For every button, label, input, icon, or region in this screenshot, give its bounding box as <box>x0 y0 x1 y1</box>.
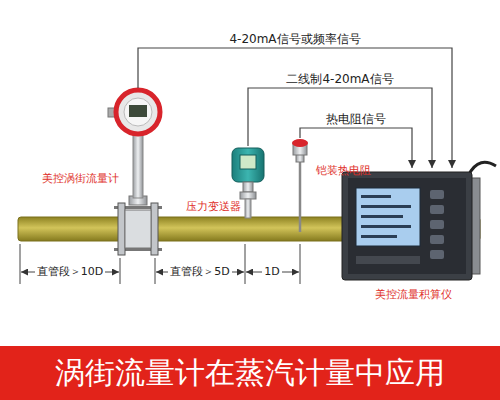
flow-totalizer <box>361 205 411 208</box>
instrument-label: 美控流量积算仪 <box>375 288 452 301</box>
caption-band <box>0 346 500 400</box>
rtd-sensor <box>292 139 308 232</box>
dimension-label: 1D <box>262 265 281 278</box>
signal-label: 4-20mA信号或频率信号 <box>227 32 362 46</box>
vortex-flowmeter <box>116 90 160 134</box>
dimension-lines <box>245 244 246 284</box>
dimension-lines <box>120 258 121 284</box>
flow-totalizer <box>430 220 444 229</box>
flow-totalizer <box>342 172 472 280</box>
pressure-transmitter <box>240 192 256 199</box>
vortex-flowmeter <box>133 132 143 198</box>
dimension-lines <box>155 258 156 284</box>
vortex-flowmeter <box>151 203 158 255</box>
caption-text: 涡街流量计在蒸汽计量中应用 <box>0 346 500 400</box>
rtd-sensor <box>292 139 308 147</box>
rtd-sensor <box>299 160 302 232</box>
flow-totalizer <box>356 188 420 246</box>
signal-wire <box>300 128 412 168</box>
flow-totalizer <box>361 225 411 228</box>
instrument-box: 美控涡街流量计 <box>40 88 175 188</box>
vortex-flowmeter <box>118 203 125 255</box>
pressure-transmitter <box>243 182 253 192</box>
vortex-flowmeter <box>125 210 151 248</box>
dimension-lines <box>20 244 300 284</box>
pressure-transmitter <box>240 155 256 169</box>
signal-wire <box>138 48 452 168</box>
vortex-flowmeter <box>124 98 152 126</box>
signal-label: 热电阻信号 <box>324 112 388 126</box>
instrument-label: 美控涡街流量计 <box>42 172 119 185</box>
signal-wire <box>248 88 432 168</box>
flow-totalizer <box>356 256 420 264</box>
pressure-transmitter <box>245 199 251 218</box>
instrument-box: 美控流量积算仪 <box>340 168 482 304</box>
instrument-label: 压力变送器 <box>186 200 241 213</box>
flow-totalizer <box>361 215 403 218</box>
flow-totalizer <box>430 205 444 214</box>
dimension-label: 直管段＞10D <box>35 265 105 278</box>
flow-totalizer <box>430 235 444 244</box>
flow-totalizer <box>342 162 496 280</box>
dimension-lines <box>20 244 21 284</box>
flow-totalizer <box>361 195 391 198</box>
instrument-label: 铠装热电阻 <box>316 164 371 177</box>
flow-totalizer <box>430 190 444 199</box>
dimension-lines <box>300 244 301 284</box>
signal-label: 二线制4-20mA信号 <box>284 72 395 86</box>
vortex-flowmeter <box>129 105 147 117</box>
flow-totalizer <box>430 250 444 259</box>
flow-totalizer <box>348 178 466 274</box>
instrument-box: 压力变送器 <box>184 146 264 215</box>
dimension-label: 直管段＞5D <box>168 265 231 278</box>
instrument-box: 铠装热电阻 <box>290 138 380 183</box>
pressure-transmitter <box>232 148 264 182</box>
flow-totalizer <box>361 235 397 238</box>
